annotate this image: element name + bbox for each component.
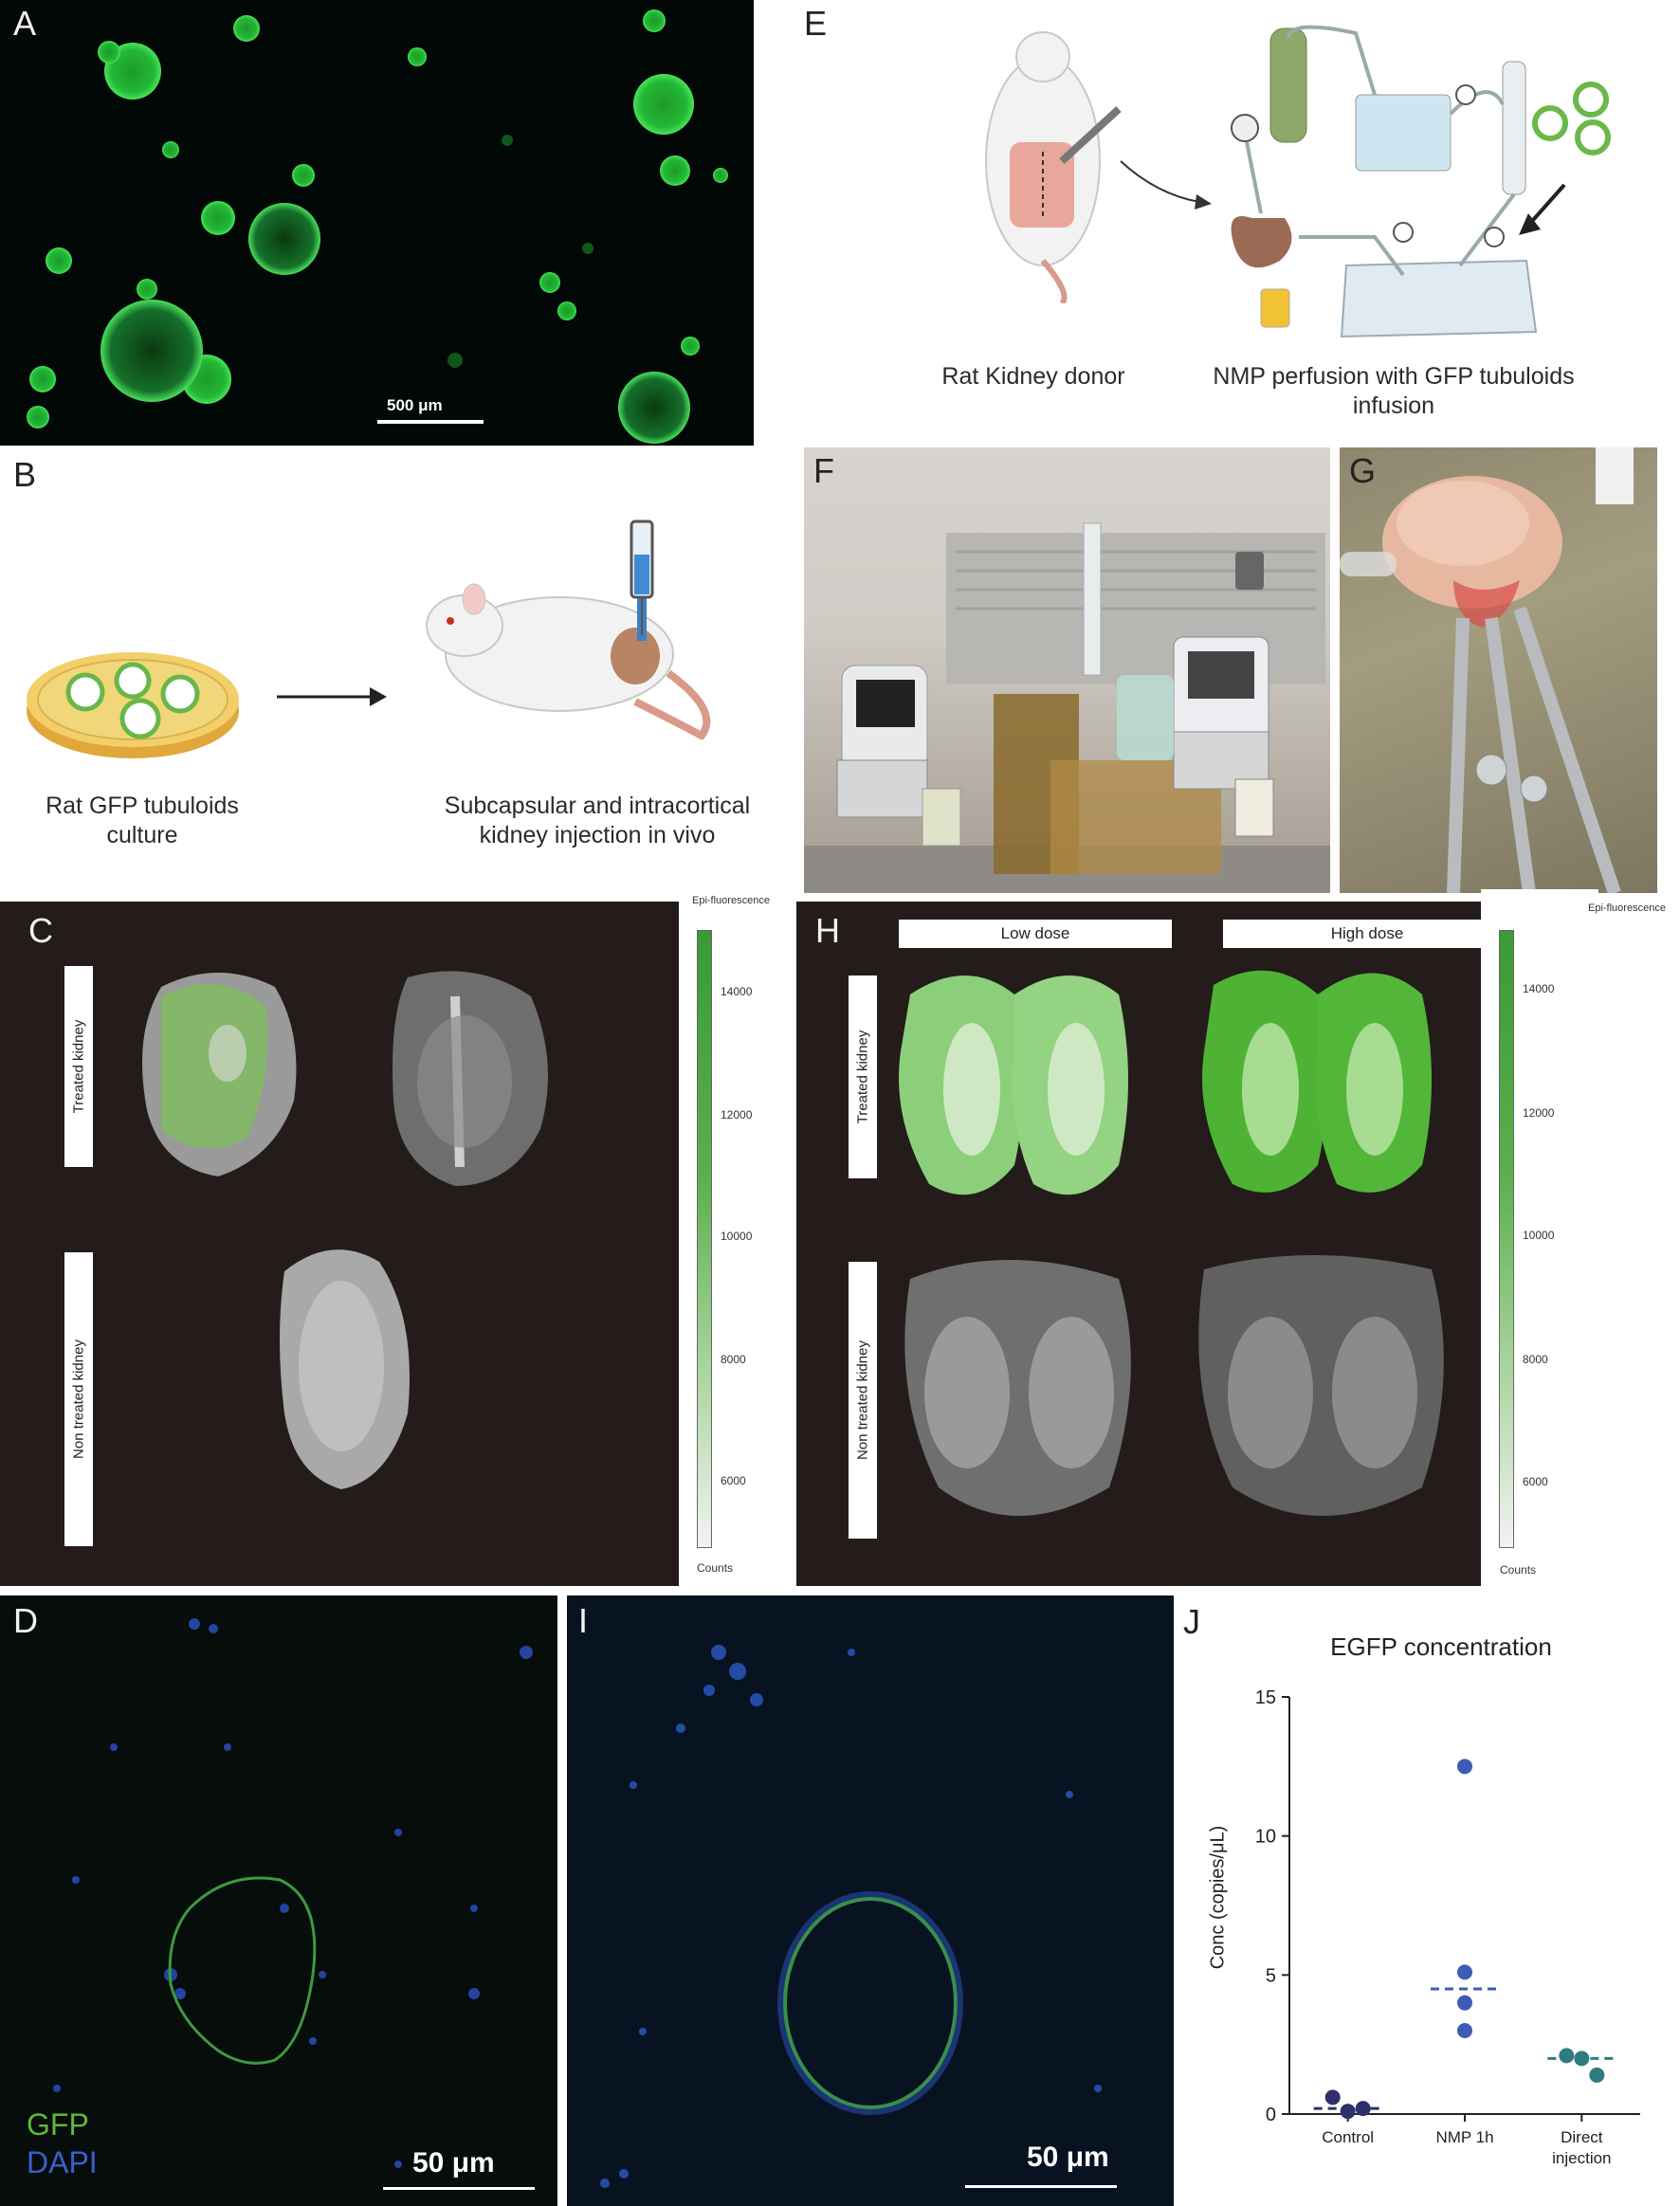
perfusion-setup-photo xyxy=(804,522,1330,893)
panel-i-scale-bar-label: 50 μm xyxy=(1027,2142,1109,2173)
x-tick-label: injection xyxy=(1552,2149,1611,2167)
arrow-right-icon xyxy=(277,687,387,706)
panel-c-ivis: C Treated kidney Non treated kidney Epi-… xyxy=(0,889,796,1586)
panel-f-photo: F xyxy=(804,447,1330,893)
panel-g-photo: G xyxy=(1340,447,1657,893)
x-tick-label: NMP 1h xyxy=(1435,2128,1493,2146)
nmp-perfusion-circuit-illustration xyxy=(1231,25,1611,338)
panel-g-label: G xyxy=(1349,451,1377,490)
colorbar-tick: 8000 xyxy=(1523,1353,1548,1366)
caption-line: Subcapsular and intracortical xyxy=(444,793,751,819)
data-point xyxy=(1589,2067,1605,2083)
data-point xyxy=(1457,1759,1472,1775)
colorbar-tick: 10000 xyxy=(1523,1229,1555,1242)
row-label-treated: Treated kidney xyxy=(849,975,877,1178)
colorbar-tick: 12000 xyxy=(1523,1106,1555,1120)
data-point xyxy=(1559,2048,1575,2064)
row-label-non-treated: Non treated kidney xyxy=(64,1252,93,1546)
curved-arrow-icon xyxy=(1120,160,1212,210)
row-label-text: Non treated kidney xyxy=(854,1340,871,1460)
x-tick-label: Direct xyxy=(1561,2128,1603,2146)
panel-h-ivis: H Low dose High dose Treated kidney Non … xyxy=(796,889,1598,1586)
panel-i-micrograph: I 50 μm xyxy=(567,1595,1174,2206)
kidney-images xyxy=(142,971,548,1489)
colorbar-tick: 6000 xyxy=(1523,1475,1548,1488)
colorbar-gradient xyxy=(1499,930,1514,1548)
colorbar-gradient xyxy=(697,930,712,1548)
panel-d-micrograph: D GFP DAPI 50 μm xyxy=(0,1595,557,2206)
data-point xyxy=(1324,2089,1341,2106)
row-label-treated: Treated kidney xyxy=(64,966,93,1167)
petri-dish-illustration xyxy=(27,652,239,758)
perfused-kidney-photo xyxy=(1340,447,1634,893)
caption-line: kidney injection in vivo xyxy=(479,822,716,848)
gfp-dapi-micrograph xyxy=(53,1618,535,2190)
kidney-dose-images xyxy=(899,970,1444,1516)
panel-d-label: D xyxy=(13,1601,38,1640)
colorbar-tick: 6000 xyxy=(721,1474,746,1487)
panel-h-label: H xyxy=(815,911,840,950)
panel-b-caption-left: Rat GFP tubuloids culture xyxy=(19,792,265,850)
y-tick-label: 0 xyxy=(1266,2105,1276,2125)
y-tick-label: 10 xyxy=(1255,1827,1276,1848)
legend-dapi: DAPI xyxy=(27,2145,98,2179)
caption-line: culture xyxy=(106,822,178,848)
panel-d-scale-bar-label: 50 μm xyxy=(412,2147,495,2179)
data-point xyxy=(1457,1964,1472,1980)
y-tick-label: 15 xyxy=(1255,1687,1276,1708)
colorbar-title-h: Epi-fluorescence xyxy=(1588,902,1666,914)
panel-a-micrograph: 500 μm A xyxy=(0,0,754,446)
tubuloid-micrograph xyxy=(27,9,728,444)
colorbar-tick: 12000 xyxy=(721,1108,753,1121)
colorbar-title-c: Epi-fluorescence xyxy=(692,895,770,906)
col-label-low-dose: Low dose xyxy=(899,920,1172,948)
panel-j-label: J xyxy=(1183,1602,1200,1641)
panel-i-label: I xyxy=(578,1601,589,1640)
row-label-non-treated: Non treated kidney xyxy=(849,1262,877,1539)
panel-b-label: B xyxy=(13,455,37,494)
colorbar-units: Counts xyxy=(697,1561,734,1575)
row-label-text: Non treated kidney xyxy=(70,1340,87,1459)
caption-line: NMP perfusion with GFP tubuloids xyxy=(1213,363,1575,390)
colorbar-tick: 14000 xyxy=(721,985,753,998)
gfp-dapi-micrograph xyxy=(600,1645,1117,2188)
panel-a-scale-bar-label: 500 μm xyxy=(387,396,443,414)
data-point xyxy=(1457,1995,1472,2011)
row-label-text: Treated kidney xyxy=(70,1019,87,1114)
data-point xyxy=(1574,2051,1590,2067)
chart-title: EGFP concentration xyxy=(1330,1632,1552,1661)
legend-gfp: GFP xyxy=(27,2107,89,2142)
panel-e-label: E xyxy=(804,4,828,43)
col-label-high-dose: High dose xyxy=(1223,920,1511,948)
data-point xyxy=(1340,2104,1356,2120)
colorbar-units: Counts xyxy=(1500,1563,1537,1577)
row-label-text: Treated kidney xyxy=(854,1030,871,1124)
panel-e-caption-right: NMP perfusion with GFP tubuloids infusio… xyxy=(1180,362,1607,421)
y-tick-label: 5 xyxy=(1266,1965,1276,1986)
data-point xyxy=(1457,2023,1472,2038)
rat-injection-illustration xyxy=(426,520,711,739)
rat-donor-illustration xyxy=(985,31,1122,303)
colorbar-tick: 8000 xyxy=(721,1353,746,1366)
panel-a-label: A xyxy=(13,4,37,43)
caption-line: infusion xyxy=(1352,392,1435,419)
x-tick-label: Control xyxy=(1322,2128,1374,2146)
data-point xyxy=(1355,2101,1371,2117)
panel-f-label: F xyxy=(813,451,834,490)
caption-line: Rat GFP tubuloids xyxy=(46,793,239,819)
colorbar-tick: 14000 xyxy=(1523,982,1555,995)
colorbar-tick: 10000 xyxy=(721,1230,753,1243)
panel-c-label: C xyxy=(28,911,53,950)
panel-e-caption-left: Rat Kidney donor xyxy=(941,363,1125,390)
panel-b-caption-right: Subcapsular and intracortical kidney inj… xyxy=(417,792,777,850)
